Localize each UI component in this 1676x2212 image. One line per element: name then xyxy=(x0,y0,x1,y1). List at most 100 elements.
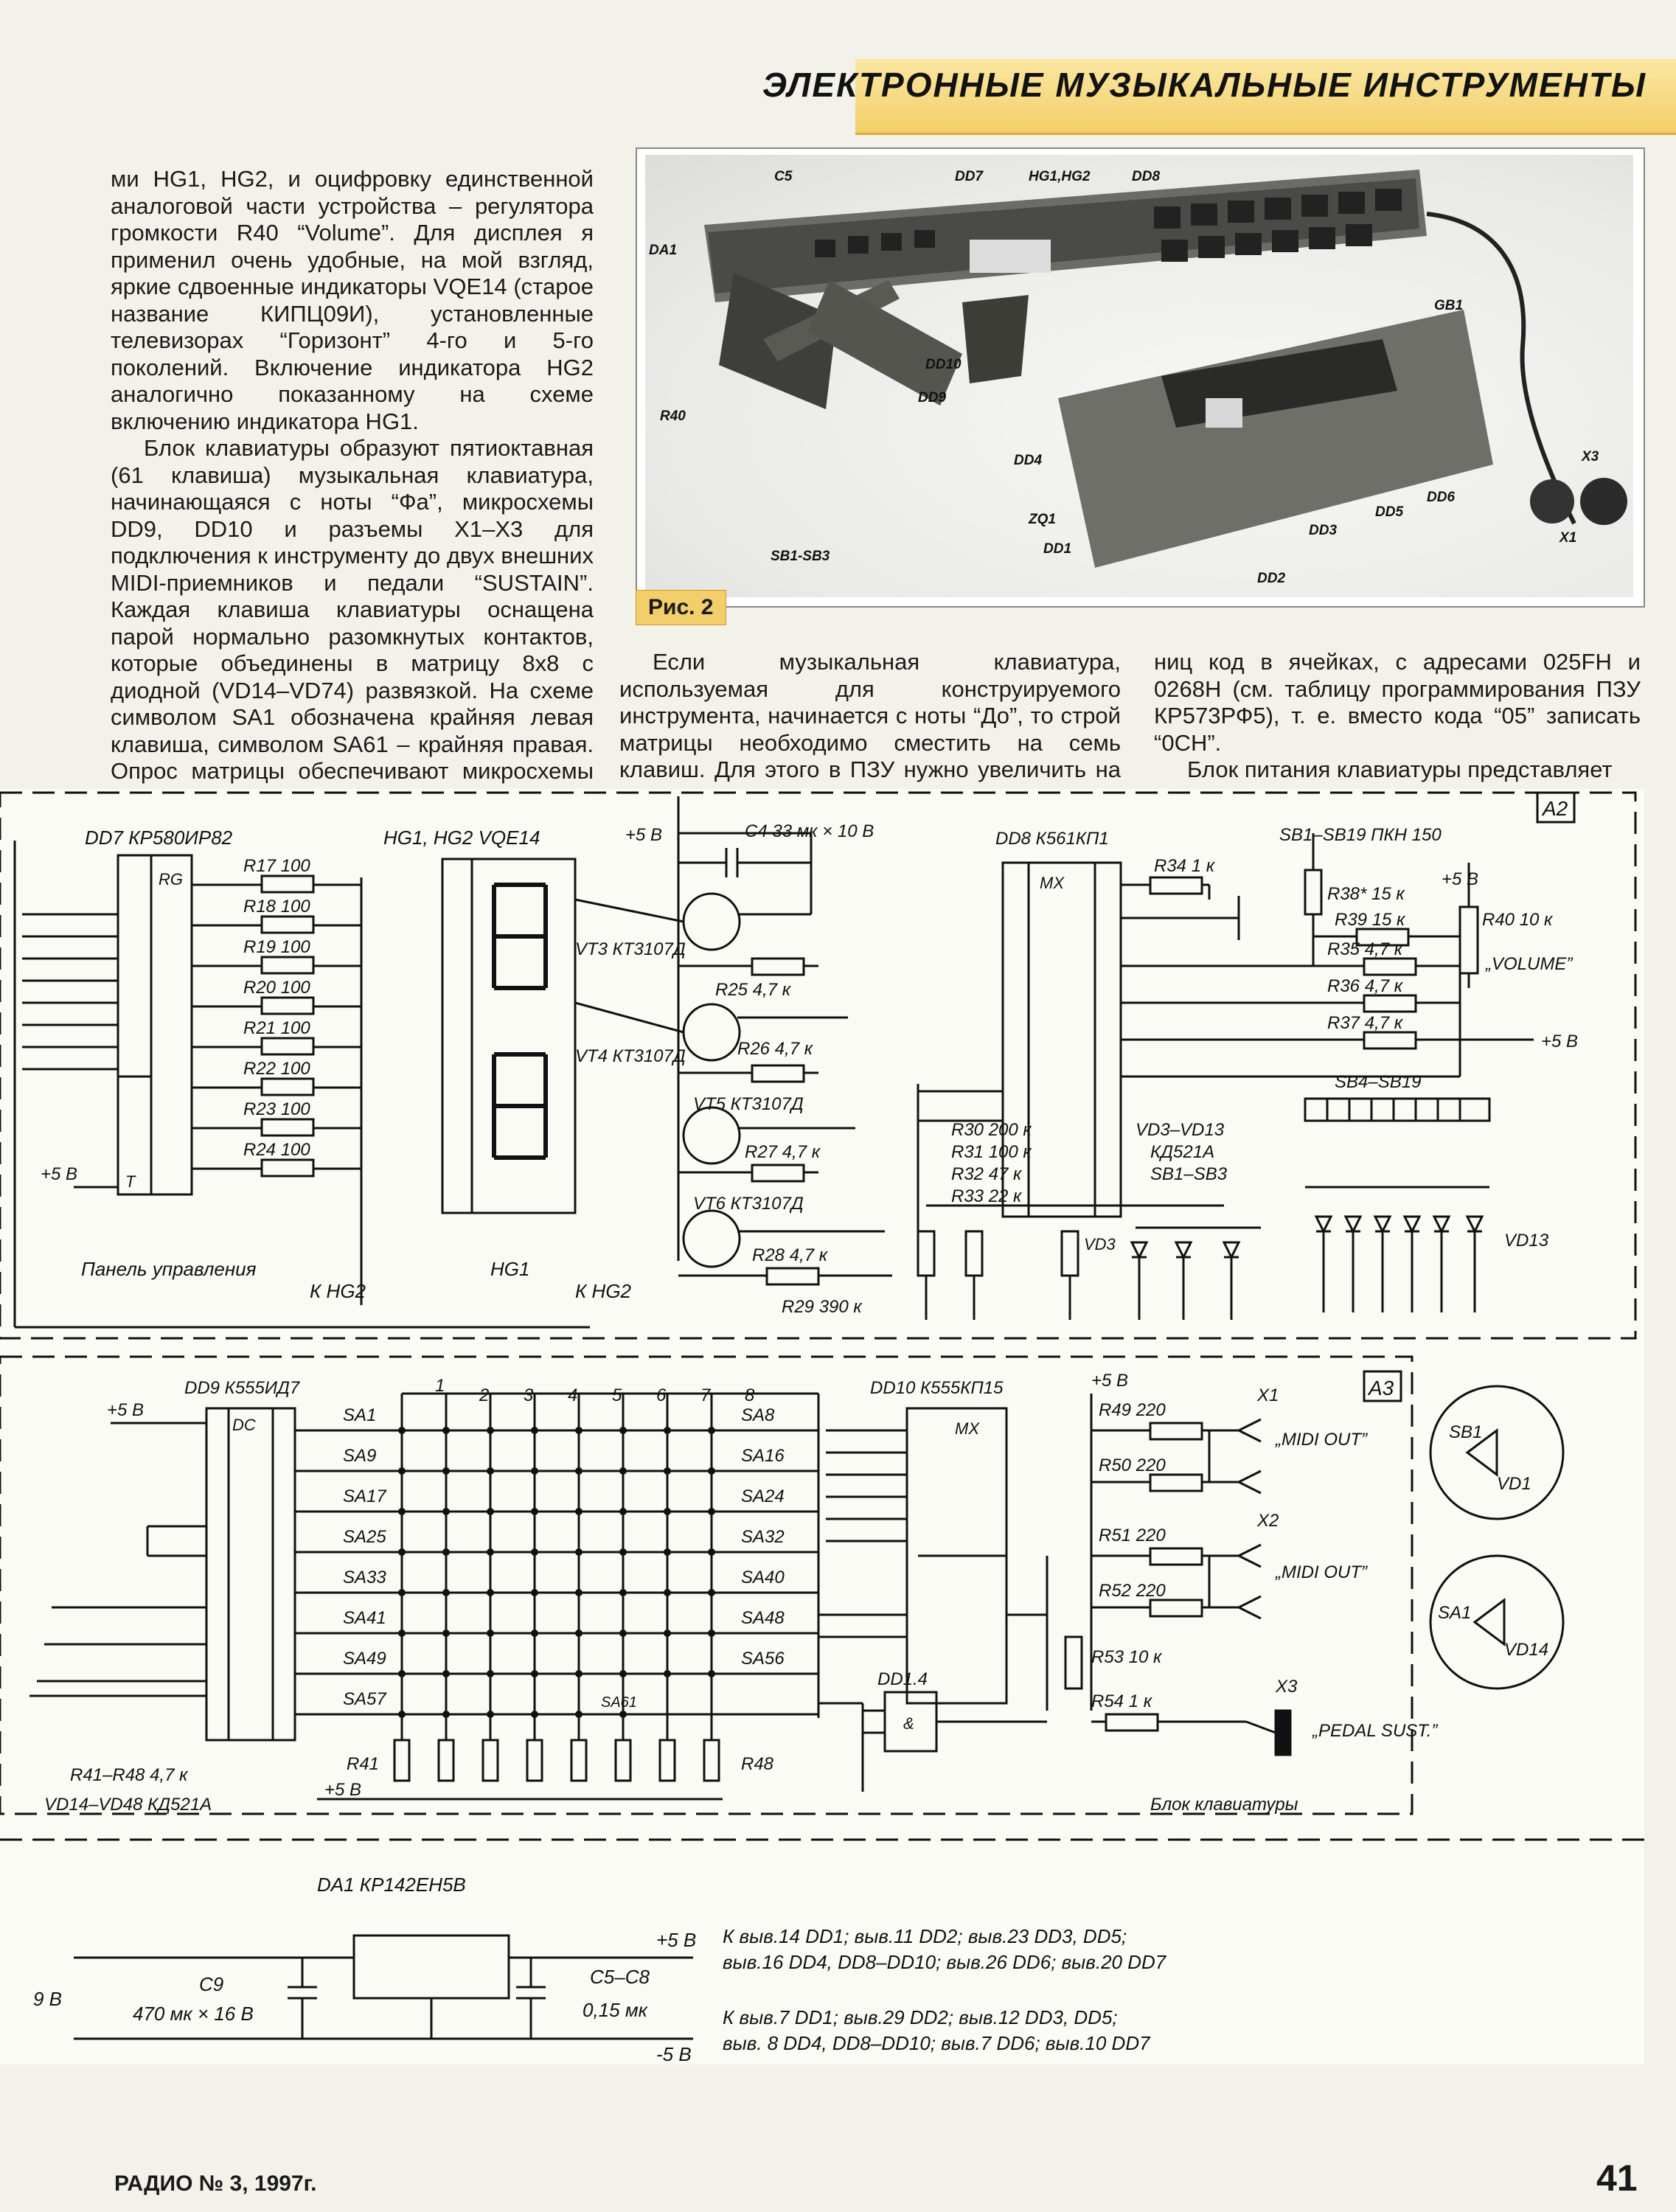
svg-text:DD5: DD5 xyxy=(1375,504,1403,520)
key-matrix xyxy=(295,1392,820,1801)
vt4-label: VT4 КТ3107Д xyxy=(575,1046,686,1066)
r31-label: R31 100 к xyxy=(951,1142,1032,1162)
dd7-label: DD7 КР580ИР82 xyxy=(85,827,233,849)
r36-label: R36 4,7 к xyxy=(1327,976,1404,996)
r37-label: R37 4,7 к xyxy=(1327,1013,1404,1033)
col-2: 2 xyxy=(479,1385,489,1405)
svg-text:DD8: DD8 xyxy=(1132,169,1160,184)
vt6-label: VT6 КТ3107Д xyxy=(693,1194,804,1214)
schematic: A2 A3 DD7 КР580ИР82 RG T +5 В Панель упр… xyxy=(0,789,1644,2065)
dd14-label: DD1.4 xyxy=(877,1669,928,1689)
photo-dd9-board xyxy=(962,295,1029,383)
hg1-label: HG1 xyxy=(490,1258,529,1280)
right-paragraph-1: ниц код в ячейках, с адресами 025FH и 02… xyxy=(1154,649,1641,756)
dd9-dc: DC xyxy=(232,1416,256,1434)
r29-label: R29 390 к xyxy=(782,1297,863,1317)
psu-note-1: К выв.14 DD1; выв.11 DD2; выв.23 DD3, DD… xyxy=(723,1925,1127,1947)
psu-minus5: -5 В xyxy=(656,2043,692,2065)
svg-text:C5: C5 xyxy=(774,169,793,184)
sb4-sb19-label: SB4–SB19 xyxy=(1335,1072,1421,1092)
r28-label: R28 4,7 к xyxy=(752,1245,829,1265)
psu-note-3: К выв.7 DD1; выв.29 DD2; выв.12 DD3, DD5… xyxy=(723,2006,1118,2028)
sa9-label: SA9 xyxy=(343,1446,376,1466)
a2-border xyxy=(0,791,1637,1340)
kd521a-label: КД521А xyxy=(1150,1142,1214,1162)
col-4: 4 xyxy=(568,1385,577,1405)
panel-label: Панель управления xyxy=(81,1258,257,1280)
legend-vd1: VD1 xyxy=(1497,1474,1531,1494)
sa8-label: SA8 xyxy=(741,1405,775,1425)
svg-text:X1: X1 xyxy=(1559,530,1576,546)
left-paragraph-2: Блок клавиатуры образуют пятиоктавная (6… xyxy=(111,435,594,811)
photo-sb-board xyxy=(807,280,962,406)
vd13-label: VD13 xyxy=(1504,1231,1549,1251)
dd9-label: DD9 К555ИД7 xyxy=(184,1378,301,1398)
r33-label: R33 22 к xyxy=(951,1186,1023,1206)
vt3-label: VT3 КТ3107Д xyxy=(575,939,686,959)
vd14-vd48-label: VD14–VD48 КД521А xyxy=(44,1795,212,1815)
middle-column: Если музыкальная клавиатура, используема… xyxy=(619,649,1121,810)
r40-label: R40 10 к xyxy=(1482,910,1554,930)
svg-text:HG1,HG2: HG1,HG2 xyxy=(1029,169,1091,184)
middle-paragraph-1: Если музыкальная клавиатура, используема… xyxy=(619,649,1121,810)
a3-border xyxy=(0,1355,1414,1815)
photo-cable xyxy=(1426,212,1576,525)
dd7-rg: RG xyxy=(159,870,183,888)
r25-label: R25 4,7 к xyxy=(715,980,792,1000)
r34-label: R34 1 к xyxy=(1154,856,1216,876)
r49-label: R49 220 xyxy=(1099,1400,1166,1420)
r38-label: R38* 15 к xyxy=(1327,884,1405,904)
midi-out-2: „MIDI OUT” xyxy=(1275,1562,1368,1582)
footer-issue: РАДИО № 3, 1997г. xyxy=(114,2171,317,2196)
r52-label: R52 220 xyxy=(1099,1581,1166,1601)
psu-plus5: +5 В xyxy=(656,1929,696,1951)
plus5-top: +5 В xyxy=(625,825,662,845)
r20-label: R20 100 xyxy=(243,978,310,998)
r35-label: R35 4,7 к xyxy=(1327,939,1404,959)
r19-label: R19 100 xyxy=(243,937,310,957)
sa1-label: SA1 xyxy=(343,1405,376,1425)
a2-tag-box xyxy=(1536,791,1576,824)
vd3-vd13-label: VD3–VD13 xyxy=(1136,1120,1225,1140)
r41-ref: R41 xyxy=(347,1754,379,1774)
to-hg2-left: К HG2 xyxy=(310,1280,366,1302)
r24-label: R24 100 xyxy=(243,1140,310,1160)
right-paragraph-2: Блок питания клавиатуры представляет xyxy=(1187,757,1613,782)
left-paragraph-1: ми HG1, HG2, и оцифровку единственной ан… xyxy=(111,166,594,434)
legend-sa1: SA1 xyxy=(1438,1603,1471,1623)
section-header-bar xyxy=(855,59,1676,135)
a3-tag: A3 xyxy=(1367,1377,1394,1399)
legend-vd14: VD14 xyxy=(1504,1640,1548,1660)
legend-symbols xyxy=(1429,1385,1565,1690)
plus5-dd9: +5 В xyxy=(107,1400,144,1420)
photo-callouts: C5 DD7 HG1,HG2 DD8 DA1 GB1 R40 DD10 DD9 … xyxy=(649,169,1599,586)
r23-label: R23 100 xyxy=(243,1099,310,1119)
svg-text:SB1-SB3: SB1-SB3 xyxy=(771,549,830,564)
dd10-label: DD10 К555КП15 xyxy=(870,1378,1004,1398)
psu-circuit xyxy=(74,1934,693,2040)
col-6: 6 xyxy=(656,1385,667,1405)
sa24-label: SA24 xyxy=(741,1486,785,1506)
a2-tag: A2 xyxy=(1541,797,1568,820)
pedal-label: „PEDAL SUST.” xyxy=(1312,1721,1438,1741)
r30-label: R30 200 к xyxy=(951,1120,1032,1140)
sa61-label: SA61 xyxy=(601,1694,637,1711)
svg-text:X3: X3 xyxy=(1581,449,1599,465)
dd7-t: T xyxy=(125,1172,136,1191)
hg-label: HG1, HG2 VQE14 xyxy=(383,827,540,849)
r50-label: R50 220 xyxy=(1099,1455,1166,1475)
r34-body xyxy=(1149,876,1203,895)
r21-label: R21 100 xyxy=(243,1018,310,1038)
sa33-label: SA33 xyxy=(343,1568,386,1587)
c5-c8-value: 0,15 мк xyxy=(583,1999,649,2021)
x2-label: X2 xyxy=(1256,1511,1279,1531)
x3-label: X3 xyxy=(1275,1677,1298,1697)
psu-note-4: выв. 8 DD4, DD8–DD10; выв.7 DD6; выв.10 … xyxy=(723,2032,1151,2054)
section-title: ЭЛЕКТРОННЫЕ МУЗЫКАЛЬНЫЕ ИНСТРУМЕНТЫ xyxy=(762,66,1647,104)
vd3-ref: VD3 xyxy=(1084,1235,1116,1253)
svg-text:DD3: DD3 xyxy=(1309,523,1337,538)
c9-value: 470 мк × 16 В xyxy=(133,2003,254,2025)
r48-ref: R48 xyxy=(741,1754,774,1774)
r32-label: R32 47 к xyxy=(951,1164,1023,1184)
block-label: Блок клавиатуры xyxy=(1150,1795,1298,1815)
